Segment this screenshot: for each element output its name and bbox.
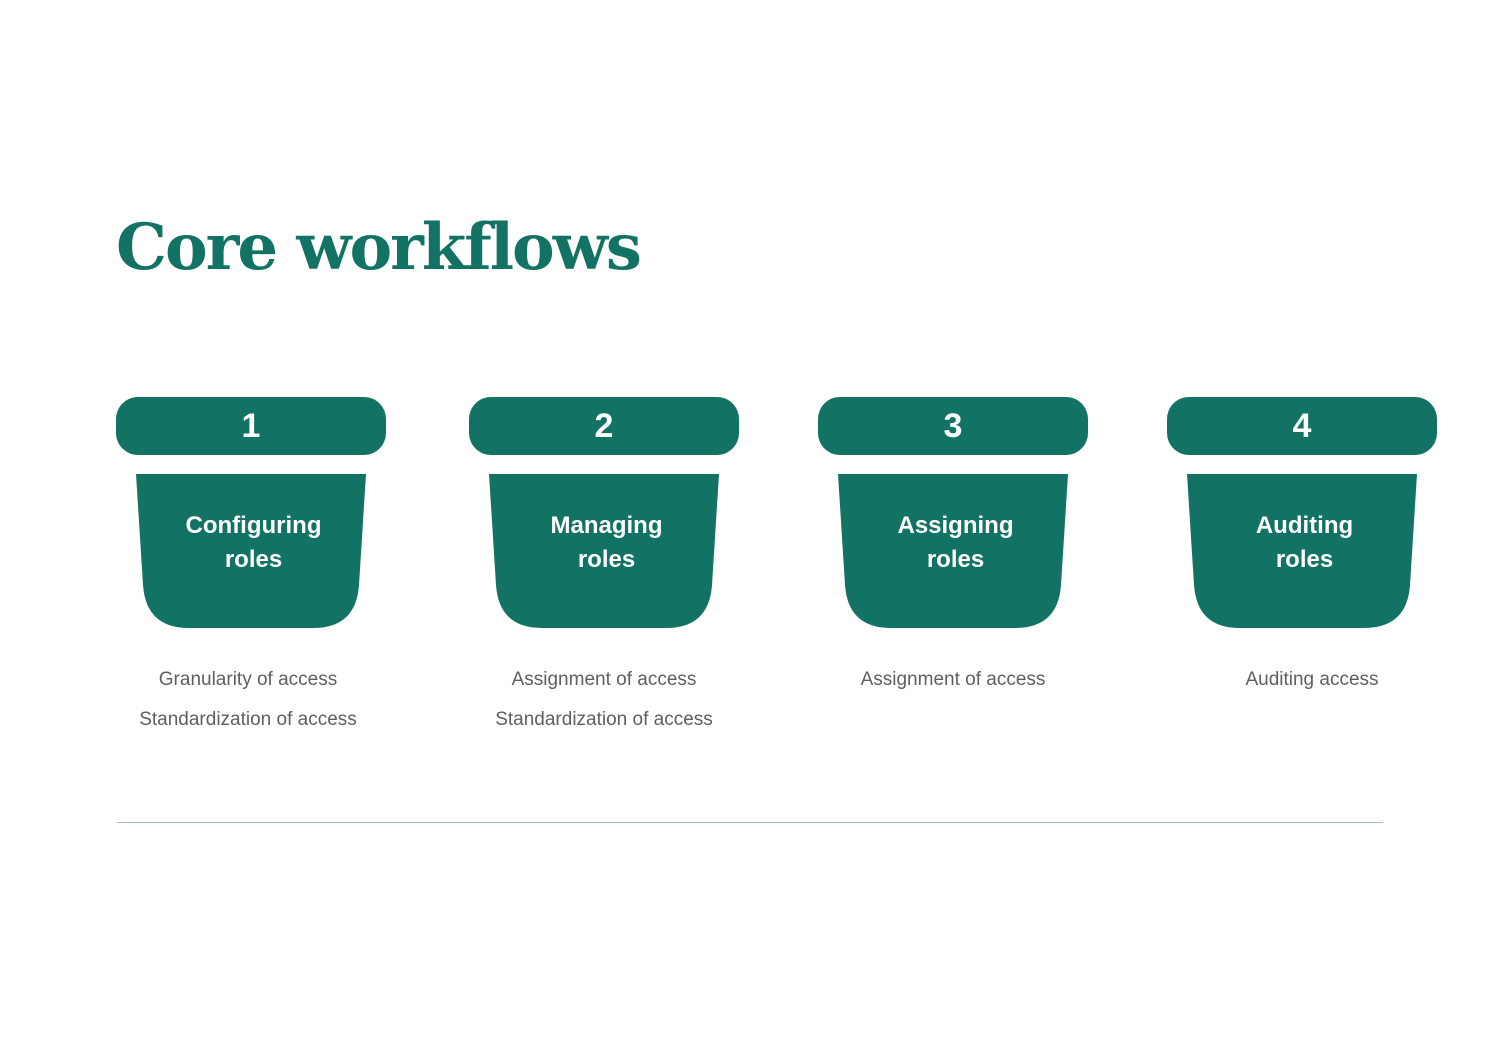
step-number-badge: 1 bbox=[116, 397, 386, 455]
step-cup-shape bbox=[1187, 474, 1417, 628]
workflow-step-2: 2 Managing roles Assignment of access St… bbox=[469, 397, 739, 737]
step-number-badge: 3 bbox=[818, 397, 1088, 455]
step-cup-shape bbox=[489, 474, 719, 628]
step-detail-item: Standardization of access bbox=[495, 709, 713, 730]
workflow-step-1: 1 Configuring roles Granularity of acces… bbox=[116, 397, 386, 737]
step-detail-item: Assignment of access bbox=[511, 669, 697, 690]
page-title: Core workflows bbox=[116, 210, 642, 285]
step-detail-item: Assignment of access bbox=[860, 669, 1046, 690]
step-cup-shape bbox=[838, 474, 1068, 628]
step-detail-item: Granularity of access bbox=[158, 669, 338, 690]
step-label: Assigning roles bbox=[863, 509, 1048, 577]
step-label-line: roles bbox=[926, 546, 985, 573]
step-label: Managing roles bbox=[514, 509, 699, 577]
step-number-badge: 4 bbox=[1167, 397, 1437, 455]
step-label-line: Auditing bbox=[1255, 512, 1354, 539]
step-label-line: roles bbox=[577, 546, 636, 573]
workflow-step-4: 4 Auditing roles Auditing access bbox=[1167, 397, 1437, 737]
step-label-line: Configuring bbox=[185, 512, 322, 539]
step-label: Auditing roles bbox=[1212, 509, 1397, 577]
step-number-badge: 2 bbox=[469, 397, 739, 455]
step-detail-item: Standardization of access bbox=[139, 709, 357, 730]
step-details: Assignment of access Standardization of … bbox=[444, 660, 764, 740]
step-details: Granularity of access Standardization of… bbox=[88, 660, 408, 740]
step-detail-item: Auditing access bbox=[1245, 669, 1379, 690]
step-label-line: Assigning bbox=[897, 512, 1014, 539]
divider-line bbox=[117, 822, 1383, 823]
step-label-line: Managing bbox=[550, 512, 663, 539]
step-label: Configuring roles bbox=[161, 509, 346, 577]
step-cup-shape bbox=[136, 474, 366, 628]
step-details: Assignment of access bbox=[793, 660, 1113, 700]
step-label-line: roles bbox=[224, 546, 283, 573]
step-label-line: roles bbox=[1275, 546, 1334, 573]
step-details: Auditing access bbox=[1152, 660, 1472, 700]
workflow-step-3: 3 Assigning roles Assignment of access bbox=[818, 397, 1088, 737]
